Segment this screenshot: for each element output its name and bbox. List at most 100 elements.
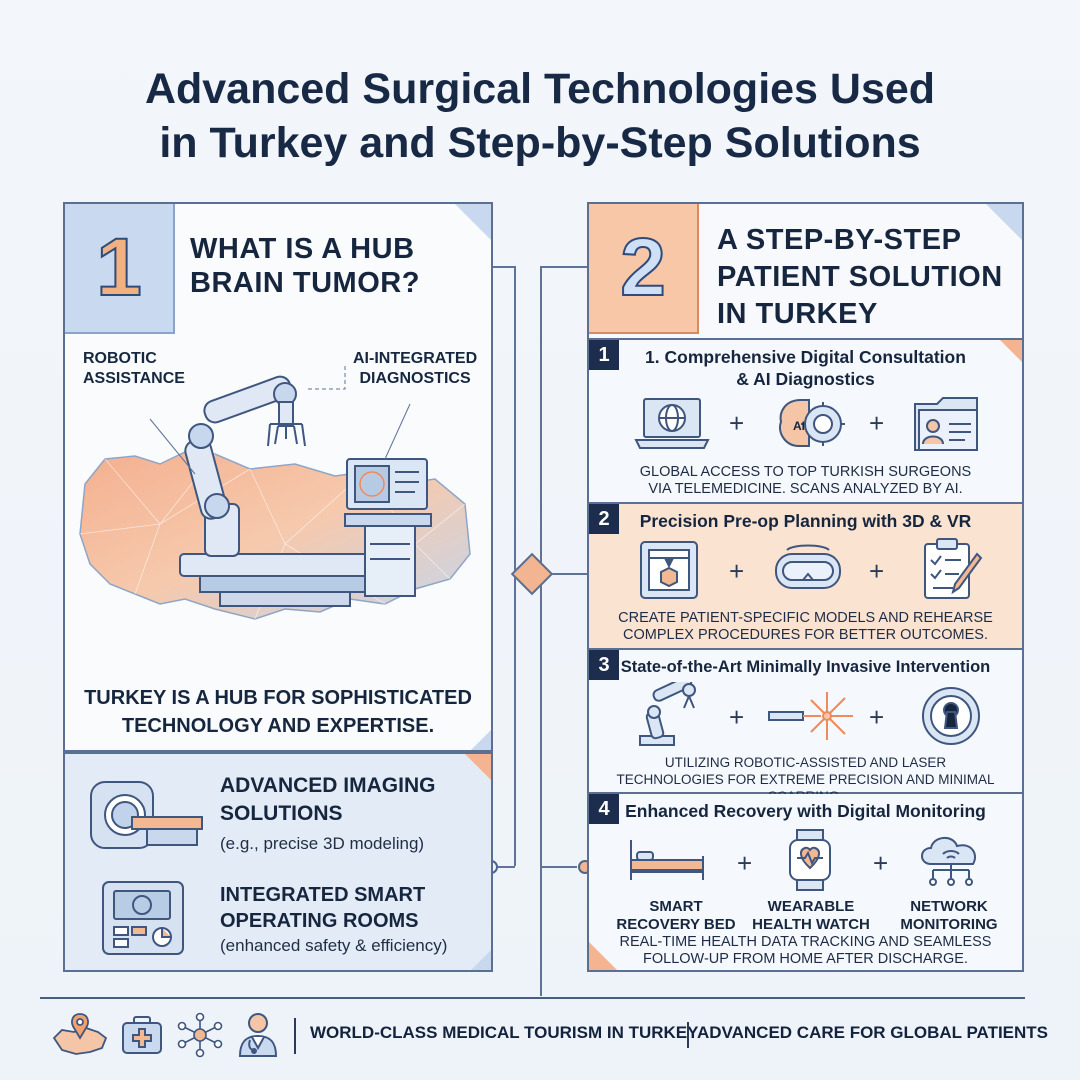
step-number: 1	[589, 340, 619, 370]
step-description: REAL-TIME HEALTH DATA TRACKING AND SEAML…	[589, 934, 1022, 968]
step-desc-line1: GLOBAL ACCESS TO TOP TURKISH SURGEONS	[639, 464, 972, 480]
step-title: State-of-the-Art Minimally Invasive Inte…	[589, 656, 1022, 678]
step-title-line1: 1. Comprehensive Digital Consultation	[645, 347, 966, 367]
footer-separator	[687, 1022, 689, 1048]
hub-panel: 1 WHAT IS A HUB BRAIN TUMOR? ROBOTIC ASS…	[63, 202, 493, 752]
ai-diagnostics-label: AI-INTEGRATED DIAGNOSTICS	[353, 349, 477, 389]
connector-line	[541, 266, 587, 268]
step-card: 2 Precision Pre-op Planning with 3D & VR…	[589, 504, 1022, 650]
step-title-line1: State-of-the-Art Minimally Invasive Inte…	[620, 658, 991, 676]
device-label: NETWORK MONITORING	[884, 898, 1014, 934]
robotic-label-line1: ROBOTIC	[83, 350, 157, 367]
panel-heading: A STEP-BY-STEP PATIENT SOLUTION IN TURKE…	[717, 222, 1003, 333]
3d-printer-icon	[640, 541, 698, 599]
feature-title-smart-rooms: INTEGRATED SMART OPERATING ROOMS	[220, 882, 425, 934]
ai-brain-icon: AI	[779, 399, 845, 447]
step-desc-line1: UTILIZING ROBOTIC-ASSISTED AND LASER	[664, 755, 947, 770]
feature-subtitle-smart-rooms: (enhanced safety & efficiency)	[220, 936, 448, 955]
device-label-line2: HEALTH WATCH	[752, 916, 870, 933]
turkey-map-pin-icon	[52, 1013, 108, 1055]
plus-sign: +	[729, 702, 745, 732]
hub-statement-line1: TURKEY IS A HUB FOR SOPHISTICATED	[84, 687, 472, 709]
panel-number: 1	[65, 204, 175, 334]
hub-statement-line2: TECHNOLOGY AND EXPERTISE.	[121, 715, 435, 737]
turkey-map-robot-illustration	[79, 364, 471, 620]
feature-subtitle-imaging: (e.g., precise 3D modeling)	[220, 834, 425, 853]
corner-decoration	[1000, 340, 1022, 362]
robotic-arm-icon	[639, 682, 696, 746]
device-label-line1: NETWORK	[910, 898, 988, 915]
feature-title-line2: OPERATING ROOMS	[220, 910, 419, 932]
network-nodes-icon	[177, 1012, 223, 1058]
step-description: CREATE PATIENT-SPECIFIC MODELS AND REHEA…	[589, 610, 1022, 644]
corner-decoration	[986, 204, 1022, 240]
step-title: Precision Pre-op Planning with 3D & VR	[589, 510, 1022, 532]
control-panel-icon	[102, 881, 184, 955]
plus-sign: +	[729, 556, 745, 586]
laptop-globe-icon	[634, 398, 710, 449]
corner-decoration	[465, 754, 491, 780]
step-desc-line1: CREATE PATIENT-SPECIFIC MODELS AND REHEA…	[618, 610, 993, 626]
corner-decoration	[471, 730, 491, 750]
corner-decoration	[455, 204, 491, 240]
cloud-network-icon	[921, 837, 976, 886]
plus-sign: +	[873, 848, 889, 878]
feature-title-line1: ADVANCED IMAGING	[220, 774, 436, 797]
mri-scanner-icon	[90, 781, 203, 849]
diamond-node	[510, 552, 554, 596]
footer-separator	[294, 1018, 296, 1054]
step-title: 1. Comprehensive Digital Consultation & …	[589, 346, 1022, 390]
page-title: Advanced Surgical Technologies Used in T…	[40, 62, 1040, 170]
footer-tagline-2: ADVANCED CARE FOR GLOBAL PATIENTS	[697, 1023, 1049, 1042]
panel-heading: WHAT IS A HUB BRAIN TUMOR?	[190, 232, 420, 300]
smartwatch-icon	[789, 829, 831, 891]
step-desc-line1: REAL-TIME HEALTH DATA TRACKING AND SEAML…	[619, 934, 992, 950]
step-card: 1 1. Comprehensive Digital Consultation …	[589, 338, 1022, 504]
panel-heading-line2: PATIENT SOLUTION	[717, 261, 1003, 293]
connector-line	[493, 266, 515, 268]
step-number: 3	[589, 650, 619, 680]
step-desc-line2: COMPLEX PROCEDURES FOR BETTER OUTCOMES.	[623, 627, 988, 643]
checklist-icon	[924, 538, 983, 599]
device-label-line2: MONITORING	[900, 916, 998, 933]
robotic-arm-illustration	[179, 375, 391, 607]
step-card: 4 Enhanced Recovery with Digital Monitor…	[589, 794, 1022, 970]
footer-divider	[40, 997, 1025, 999]
ai-label-line1: AI-INTEGRATED	[353, 350, 478, 367]
plus-sign: +	[869, 556, 885, 586]
device-label-line2: RECOVERY BED	[616, 916, 736, 933]
feature-title-line1: INTEGRATED SMART	[220, 884, 426, 906]
panel-heading-line1: WHAT IS A HUB	[190, 233, 415, 265]
footer-tagline-1: WORLD-CLASS MEDICAL TOURISM IN TURKEY	[310, 1023, 699, 1042]
vr-headset-icon	[775, 544, 841, 589]
step-desc-line2: VIA TELEMEDICINE. SCANS ANALYZED BY AI.	[648, 481, 963, 497]
robotic-assistance-label: ROBOTIC ASSISTANCE	[83, 349, 185, 389]
plus-sign: +	[869, 702, 885, 732]
page-title-line2: in Turkey and Step-by-Step Solutions	[159, 119, 921, 167]
step-title-line1: Enhanced Recovery with Digital Monitorin…	[625, 801, 986, 821]
panel-heading-line2: BRAIN TUMOR?	[190, 267, 420, 299]
patient-solution-panel: 2 A STEP-BY-STEP PATIENT SOLUTION IN TUR…	[587, 202, 1024, 972]
doctor-icon	[238, 1013, 278, 1057]
step-number: 2	[589, 504, 619, 534]
feature-title-line2: SOLUTIONS	[220, 802, 343, 825]
device-label: WEARABLE HEALTH WATCH	[741, 898, 881, 934]
medical-kit-icon	[122, 1016, 162, 1054]
connector-line	[541, 866, 577, 868]
panel-heading-line1: A STEP-BY-STEP	[717, 224, 962, 256]
panel-number: 2	[589, 204, 699, 334]
robotic-label-line2: ASSISTANCE	[83, 370, 185, 387]
step-title: Enhanced Recovery with Digital Monitorin…	[589, 800, 1022, 822]
plus-sign: +	[729, 408, 745, 438]
diagnostic-monitor-illustration	[344, 458, 432, 597]
connector-line	[540, 266, 542, 996]
step-title-line2: & AI Diagnostics	[736, 369, 875, 389]
hospital-bed-icon	[630, 840, 704, 880]
laser-icon	[768, 692, 853, 740]
page-title-line1: Advanced Surgical Technologies Used	[144, 65, 936, 113]
step-title-line1: Precision Pre-op Planning with 3D & VR	[639, 511, 972, 531]
corner-decoration	[589, 942, 617, 970]
corner-decoration	[471, 950, 491, 970]
panel-heading-line3: IN TURKEY	[717, 298, 878, 330]
device-label: SMART RECOVERY BED	[611, 898, 741, 934]
